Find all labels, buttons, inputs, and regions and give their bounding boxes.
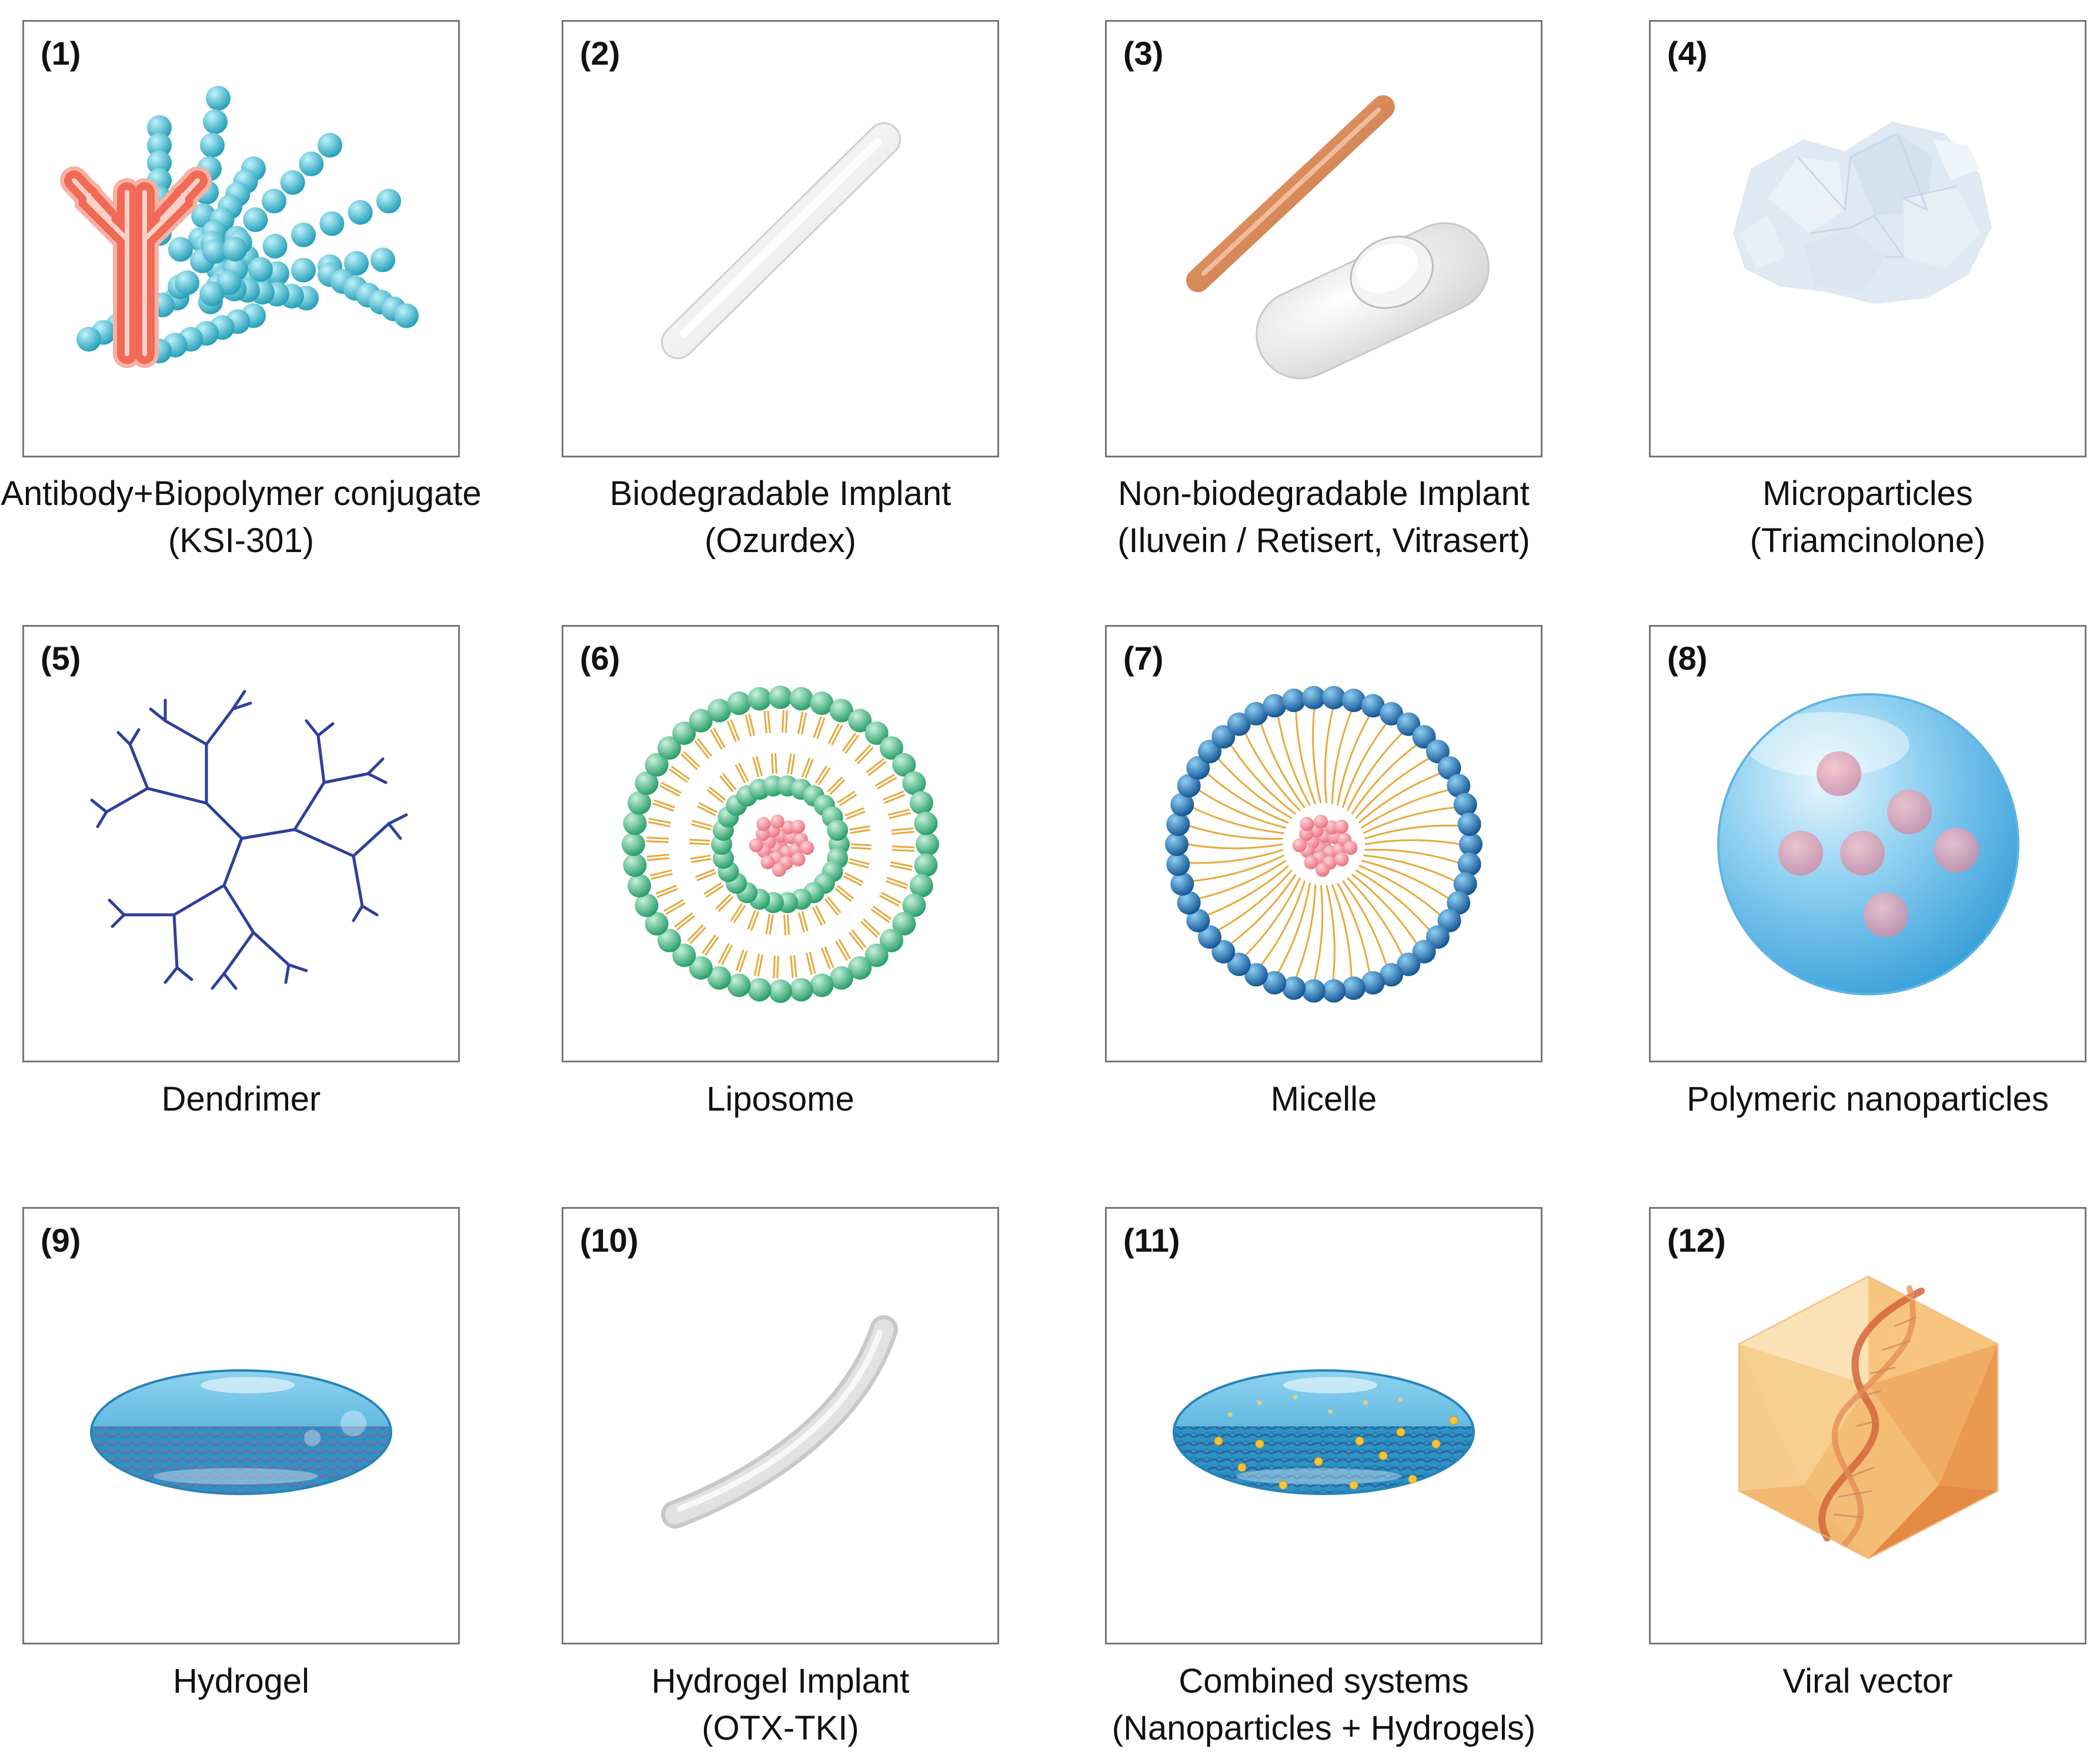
combined-hydrogel-nanoparticle-icon bbox=[1173, 1369, 1475, 1495]
caption-sublabel: (KSI-301) bbox=[168, 521, 315, 560]
non-biodegradable-implant-icon bbox=[1186, 95, 1490, 380]
caption-8: Polymeric nanoparticles bbox=[1603, 1076, 2100, 1123]
caption-12: Viral vector bbox=[1603, 1658, 2100, 1705]
panel-10: (10) bbox=[562, 1207, 999, 1644]
caption-2: Biodegradable Implant (Ozurdex) bbox=[516, 470, 1045, 564]
panel-number: (8) bbox=[1667, 640, 1708, 677]
biodegradable-implant-rod-icon bbox=[661, 122, 901, 359]
panel-1: (1) bbox=[22, 20, 460, 457]
caption-label: Non-biodegradable Implant bbox=[1118, 474, 1530, 513]
caption-6: Liposome bbox=[516, 1076, 1045, 1123]
caption-sublabel: (Ozurdex) bbox=[705, 521, 856, 560]
hydrogel-implant-fiber-icon bbox=[661, 1315, 898, 1529]
hydrogel-droplet-icon bbox=[90, 1369, 392, 1495]
caption-5: Dendrimer bbox=[0, 1076, 506, 1123]
caption-3: Non-biodegradable Implant (Iluvein / Ret… bbox=[1059, 470, 1588, 564]
panel-number: (6) bbox=[580, 640, 620, 677]
panel-9: (9) bbox=[22, 1207, 460, 1644]
panel-6: (6) bbox=[562, 625, 999, 1062]
panel-number: (7) bbox=[1123, 640, 1164, 677]
panel-number: (12) bbox=[1667, 1222, 1726, 1259]
panel-number: (4) bbox=[1667, 35, 1708, 72]
caption-10: Hydrogel Implant (OTX-TKI) bbox=[516, 1658, 1045, 1752]
caption-sublabel: (Triamcinolone) bbox=[1750, 521, 1986, 560]
caption-label: Micelle bbox=[1270, 1080, 1377, 1118]
caption-4: Microparticles (Triamcinolone) bbox=[1603, 470, 2100, 564]
caption-label: Hydrogel bbox=[172, 1662, 310, 1700]
caption-label: Microparticles bbox=[1762, 474, 1973, 513]
panel-7: (7) bbox=[1105, 625, 1543, 1062]
panel-number: (2) bbox=[580, 35, 620, 72]
caption-label: Hydrogel Implant bbox=[651, 1662, 910, 1700]
caption-label: Biodegradable Implant bbox=[609, 474, 951, 513]
panel-3: (3) bbox=[1105, 20, 1543, 457]
panel-5: (5) bbox=[22, 625, 460, 1062]
panel-number: (9) bbox=[41, 1222, 81, 1259]
panel-4: (4) bbox=[1649, 20, 2086, 457]
caption-label: Viral vector bbox=[1782, 1662, 1953, 1700]
panel-11: (11) bbox=[1105, 1207, 1543, 1644]
caption-sublabel: (Nanoparticles + Hydrogels) bbox=[1111, 1709, 1536, 1747]
panel-number: (1) bbox=[41, 35, 81, 72]
liposome-bilayer-icon bbox=[622, 686, 939, 1003]
panel-number: (5) bbox=[41, 640, 81, 677]
caption-9: Hydrogel bbox=[0, 1658, 506, 1705]
caption-1: Antibody+Biopolymer conjugate (KSI-301) bbox=[0, 470, 506, 564]
caption-label: Polymeric nanoparticles bbox=[1687, 1080, 2049, 1118]
viral-vector-capsid-dna-icon bbox=[1738, 1275, 1999, 1560]
dendrimer-tree-icon bbox=[90, 690, 408, 990]
caption-label: Dendrimer bbox=[161, 1080, 321, 1118]
caption-label: Combined systems bbox=[1178, 1662, 1469, 1700]
micelle-icon bbox=[1165, 686, 1483, 1003]
panel-number: (3) bbox=[1123, 35, 1164, 72]
panel-12: (12) bbox=[1649, 1207, 2086, 1644]
panel-8: (8) bbox=[1649, 625, 2086, 1062]
panel-2: (2) bbox=[562, 20, 999, 457]
caption-label: Liposome bbox=[706, 1080, 854, 1118]
caption-label: Antibody+Biopolymer conjugate bbox=[1, 474, 482, 513]
polymeric-nanoparticle-sphere-icon bbox=[1717, 693, 2019, 995]
caption-7: Micelle bbox=[1059, 1076, 1588, 1123]
panel-number: (10) bbox=[580, 1222, 639, 1259]
caption-11: Combined systems (Nanoparticles + Hydrog… bbox=[1059, 1658, 1588, 1752]
antibody-biopolymer-conjugate-icon bbox=[60, 86, 419, 368]
caption-sublabel: (OTX-TKI) bbox=[702, 1709, 859, 1747]
panel-number: (11) bbox=[1123, 1222, 1180, 1259]
microparticles-crystal-icon bbox=[1733, 122, 1992, 304]
caption-sublabel: (Iluvein / Retisert, Vitrasert) bbox=[1117, 521, 1530, 560]
